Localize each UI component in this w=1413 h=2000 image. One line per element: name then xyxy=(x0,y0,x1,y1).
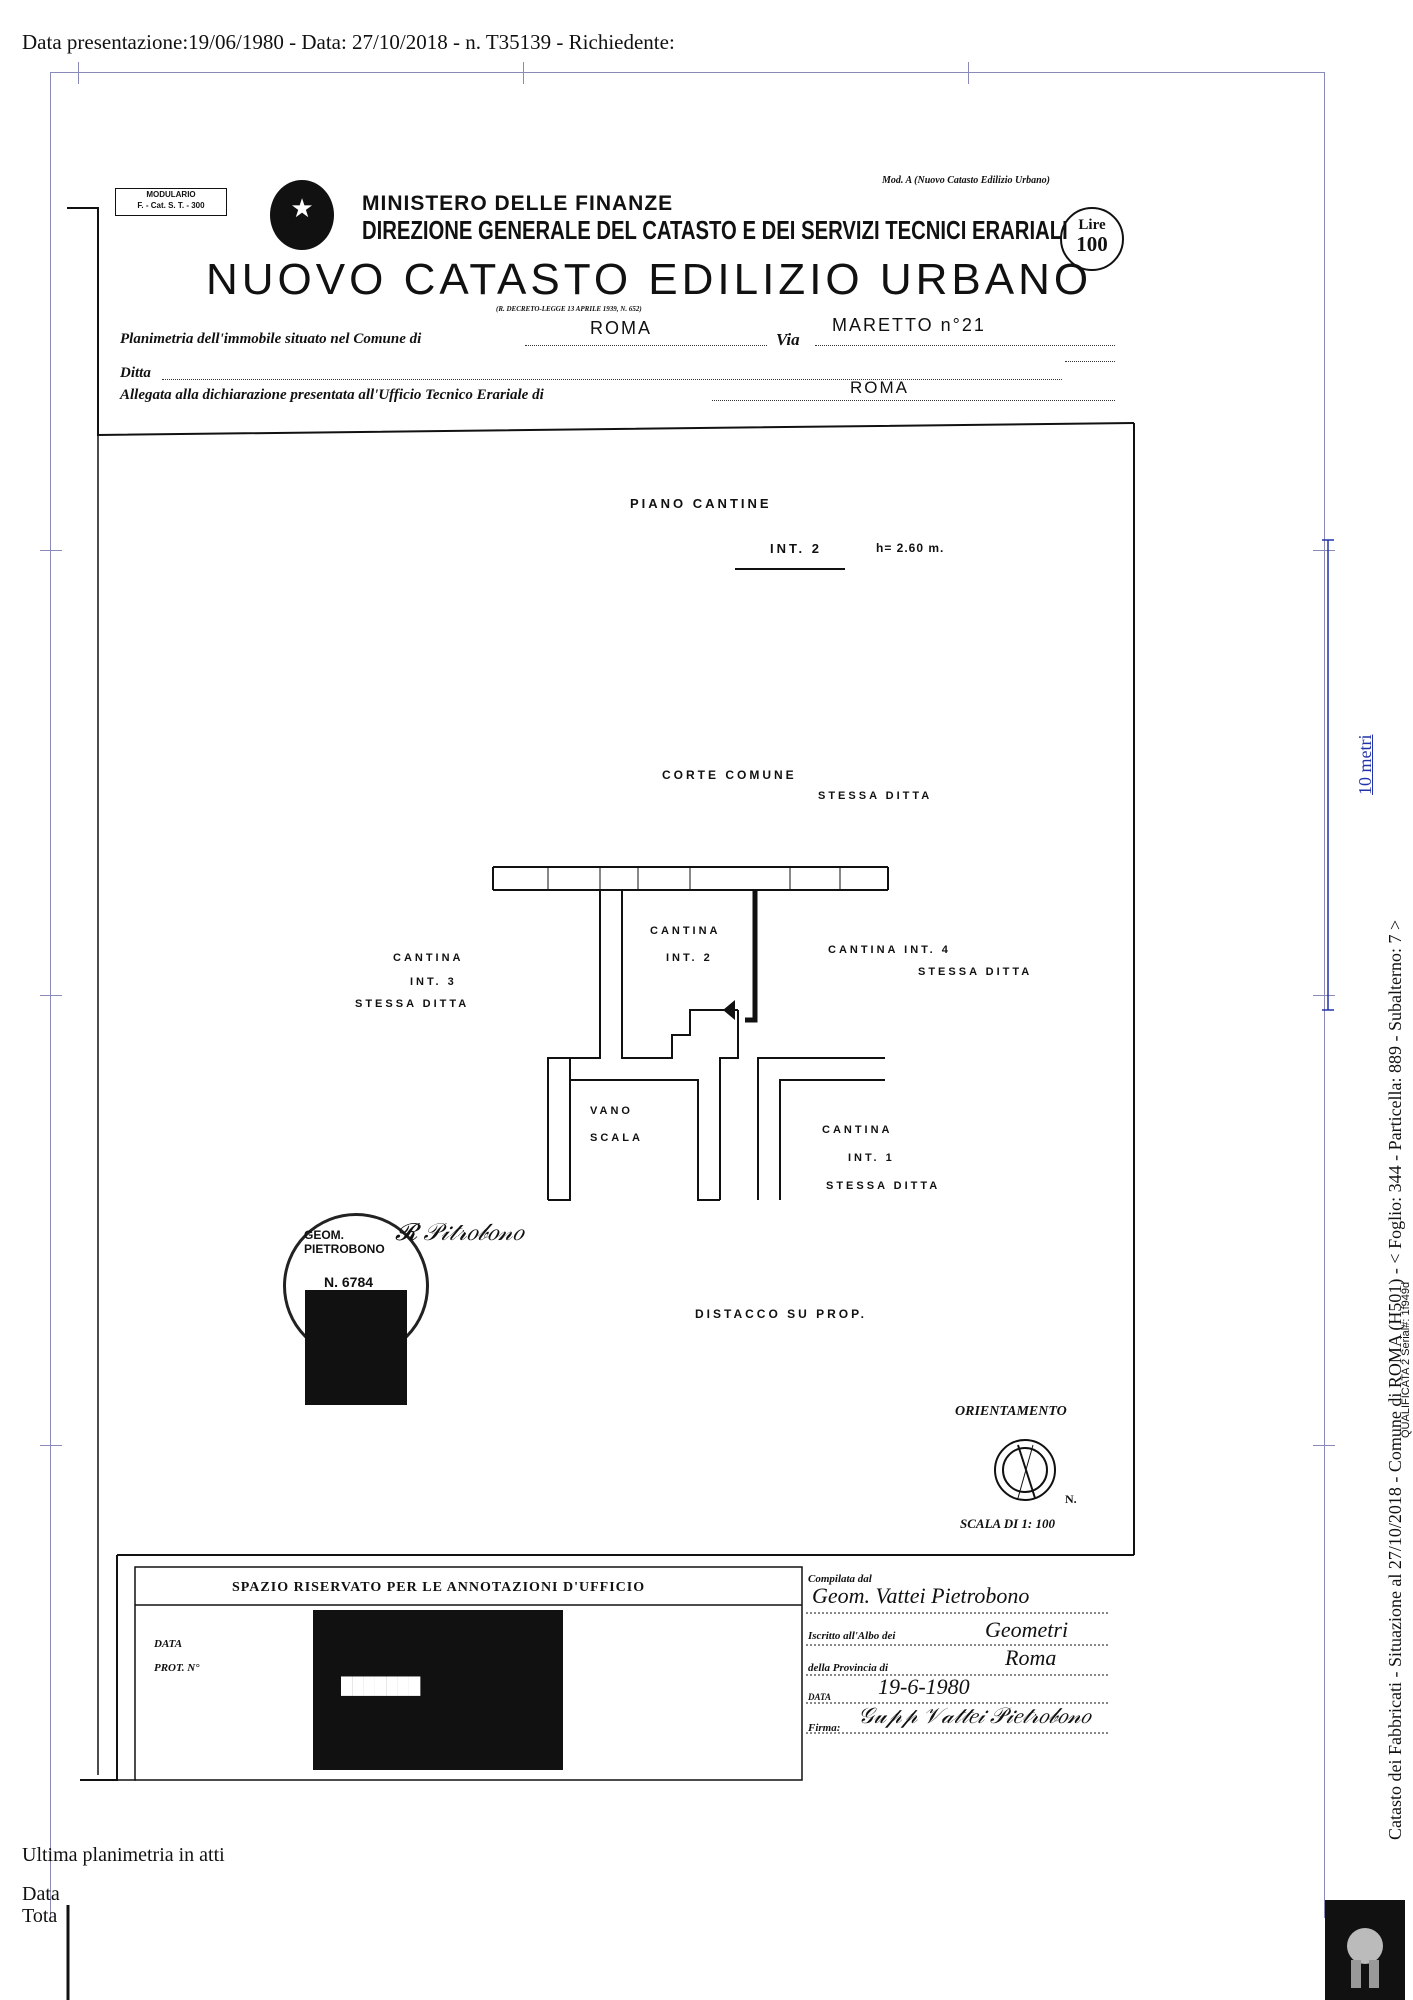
side-scale-link[interactable]: 10 metri xyxy=(1355,734,1375,796)
data2-label: DATA xyxy=(808,1692,832,1702)
frame-tick xyxy=(40,550,62,551)
provincia-value: Roma xyxy=(1005,1645,1057,1670)
lire-label: Lire xyxy=(1078,217,1106,233)
ministero-title: MINISTERO DELLE FINANZE xyxy=(362,192,674,215)
iscritto-value: Geometri xyxy=(985,1617,1069,1642)
cantina4-label: CANTINA INT. 4 xyxy=(828,944,951,956)
side-qualificata-text: QUALIFICATA 2 Serial#: 1f949d xyxy=(1400,1281,1412,1438)
data2-value: 19-6-1980 xyxy=(878,1674,970,1699)
provincia-label: della Provincia di xyxy=(808,1662,889,1674)
cantina3-label: CANTINA xyxy=(393,952,464,964)
frame-tick xyxy=(40,995,62,996)
piano-label: PIANO CANTINE xyxy=(630,496,772,511)
ultima-planimetria-label: Ultima planimetria in atti xyxy=(22,1844,225,1866)
lire-value: 100 xyxy=(1076,232,1108,256)
geom-stamp-number: N. 6784 xyxy=(324,1274,374,1290)
office-stamp-line: ███████ xyxy=(341,1678,421,1695)
footer-tota-label: Tota xyxy=(22,1905,58,1927)
cantina1-label: CANTINA xyxy=(822,1124,893,1136)
ufficio-value: ROMA xyxy=(850,378,909,397)
ribbon-left xyxy=(1351,1960,1361,1988)
vano-scala: SCALA xyxy=(590,1132,643,1144)
compilata-label: Compilata dal xyxy=(808,1573,872,1585)
dotted-line xyxy=(712,399,1115,401)
dotted-line xyxy=(1065,360,1115,362)
planimetria-label: Planimetria dell'immobile situato nel Co… xyxy=(120,331,422,347)
frame-tick xyxy=(1313,995,1335,996)
dotted-line xyxy=(525,344,767,346)
firma-signature: 𝒢𝓊𝓅𝓅 𝒱𝒶𝓉𝓉𝑒𝒾 𝒫𝒾𝑒𝓉𝓇𝑜𝒷𝑜𝓃𝑜 xyxy=(858,1703,1091,1728)
frame-tick xyxy=(523,62,524,84)
office-stamp: ███████ xyxy=(313,1610,563,1770)
decreto-label: (R. DECRETO-LEGGE 13 APRILE 1939, N. 652… xyxy=(496,305,642,313)
geom-stamp-ring: GEOM. PIETROBONO xyxy=(304,1228,385,1256)
int-label: INT. 2 xyxy=(770,541,822,556)
ribbon-right xyxy=(1369,1960,1379,1988)
footer-data-label: Data xyxy=(22,1883,60,1905)
data-label: DATA xyxy=(154,1638,183,1650)
cantina1-int: INT. 1 xyxy=(848,1152,895,1164)
geom-signature: 𝓡 𝒫𝒾𝓉𝓇𝑜𝒷𝑜𝓃𝑜 xyxy=(395,1220,524,1246)
frame-tick xyxy=(968,62,969,84)
republic-emblem-icon: ★ xyxy=(270,180,334,250)
frame-tick xyxy=(1313,550,1335,551)
corte-sub-label: STESSA DITTA xyxy=(818,790,933,802)
ribbon-seal-icon xyxy=(1347,1928,1383,1964)
header-line: Data presentazione:19/06/1980 - Data: 27… xyxy=(22,30,675,54)
form-title: NUOVO CATASTO EDILIZIO URBANO xyxy=(206,255,1093,304)
cantina1-ditta: STESSA DITTA xyxy=(826,1180,941,1192)
modulario-code: F. - Cat. S. T. - 300 xyxy=(137,201,205,210)
north-label: N. xyxy=(1065,1492,1077,1506)
distacco-label: DISTACCO SU PROP. xyxy=(695,1307,867,1321)
cantina2-int: INT. 2 xyxy=(666,952,713,964)
cantina2-label: CANTINA xyxy=(650,925,721,937)
frame-tick xyxy=(78,62,79,84)
compilata-value: Geom. Vattei Pietrobono xyxy=(812,1583,1030,1608)
photo-stamp xyxy=(305,1290,407,1405)
via-value: MARETTO n°21 xyxy=(832,315,986,335)
lire-stamp: Lire 100 xyxy=(1060,207,1124,271)
dotted-line xyxy=(162,378,1062,380)
direzione-title: DIREZIONE GENERALE DEL CATASTO E DEI SER… xyxy=(362,215,1068,245)
modulario-label: MODULARIO xyxy=(146,190,196,199)
dotted-line xyxy=(815,344,1115,346)
mod-a-label: Mod. A (Nuovo Catasto Edilizio Urbano) xyxy=(882,175,1050,186)
iscritto-label: Iscritto all'Albo dei xyxy=(808,1630,896,1642)
spazio-riservato-label: SPAZIO RISERVATO PER LE ANNOTAZIONI D'UF… xyxy=(232,1580,646,1595)
via-label: Via xyxy=(776,330,800,349)
frame-tick xyxy=(1313,1445,1335,1446)
ditta-label: Ditta xyxy=(120,365,151,381)
orientamento-label: ORIENTAMENTO xyxy=(955,1404,1067,1419)
modulario-box: MODULARIO F. - Cat. S. T. - 300 xyxy=(115,188,227,216)
cantina3-int: INT. 3 xyxy=(410,976,457,988)
firma-label: Firma: xyxy=(808,1722,841,1734)
cantina3-ditta: STESSA DITTA xyxy=(355,998,470,1010)
scala-label: SCALA DI 1: 100 xyxy=(960,1516,1055,1531)
vano-label: VANO xyxy=(590,1105,633,1117)
cantina4-ditta: STESSA DITTA xyxy=(918,966,1033,978)
seal-badge xyxy=(1325,1900,1405,2000)
corte-label: CORTE COMUNE xyxy=(662,768,797,782)
comune-value: ROMA xyxy=(590,318,652,338)
allegata-label: Allegata alla dichiarazione presentata a… xyxy=(120,387,544,403)
prot-label: PROT. N° xyxy=(154,1662,200,1674)
frame-tick xyxy=(40,1445,62,1446)
height-label: h= 2.60 m. xyxy=(876,541,945,555)
